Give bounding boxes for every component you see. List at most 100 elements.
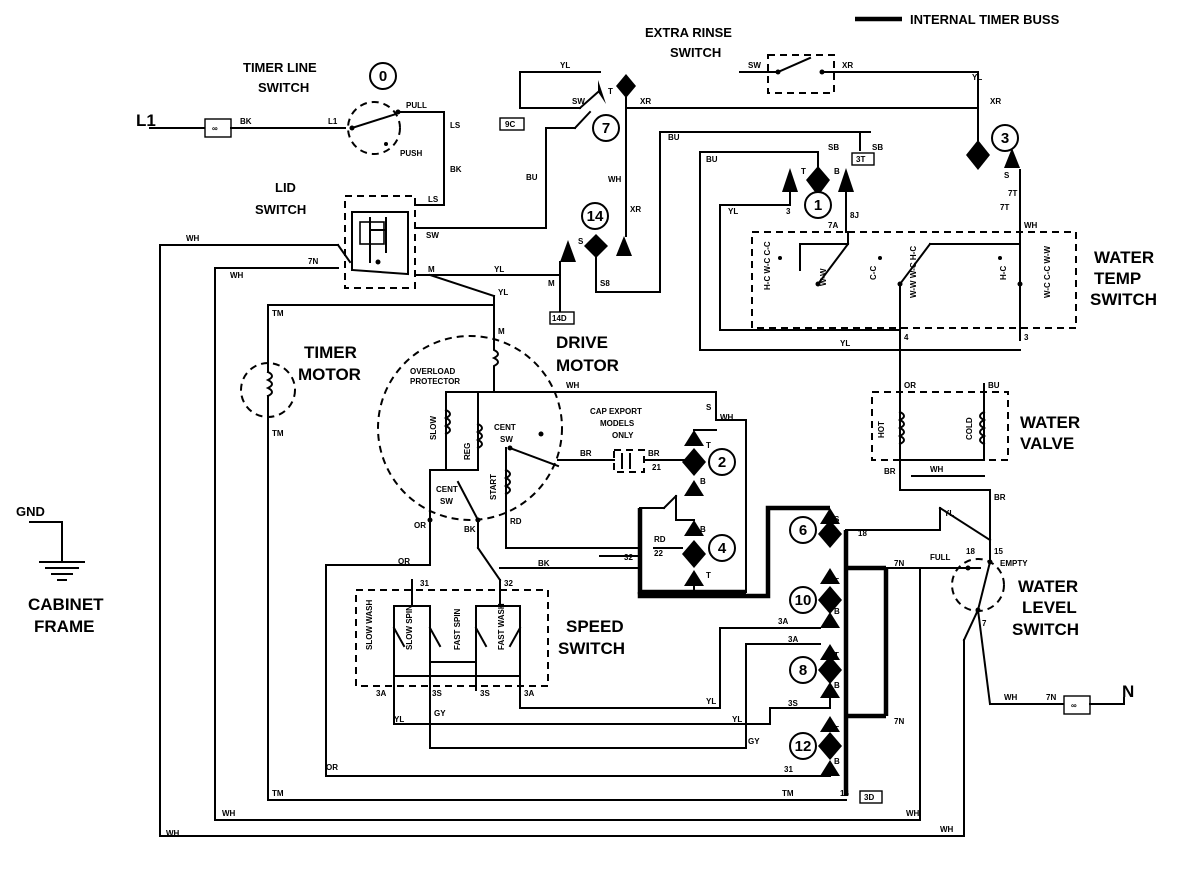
svg-text:3D: 3D	[864, 793, 874, 802]
neutral-label: N	[1122, 682, 1134, 701]
cam-3: 3 S 7T 7T WH	[966, 107, 1038, 231]
svg-text:7A: 7A	[828, 221, 838, 230]
svg-text:WH: WH	[566, 381, 580, 390]
timer-motor: TIMER MOTOR TM TM TM	[240, 304, 495, 801]
svg-text:YL: YL	[728, 207, 738, 216]
svg-text:TM: TM	[272, 789, 284, 798]
svg-text:M: M	[498, 327, 505, 336]
svg-text:B: B	[700, 477, 706, 486]
svg-text:M: M	[548, 279, 555, 288]
cam-7: T SW XR XR 7 9C BU WH XR	[499, 74, 1001, 229]
svg-text:3S: 3S	[788, 699, 798, 708]
svg-text:BU: BU	[668, 133, 680, 142]
cam-6: S 6 18	[789, 507, 941, 548]
svg-text:W-C C-C W-W: W-C C-C W-W	[1043, 245, 1052, 298]
svg-text:3S: 3S	[480, 689, 490, 698]
svg-text:TM: TM	[272, 429, 284, 438]
outer-wires: WH WH WH WH	[159, 244, 965, 838]
svg-text:XR: XR	[990, 97, 1001, 106]
svg-text:EMPTY: EMPTY	[1000, 559, 1028, 568]
cam-4-marker	[708, 534, 736, 562]
svg-text:XR: XR	[640, 97, 651, 106]
svg-text:H-C: H-C	[999, 266, 1008, 280]
svg-text:32: 32	[504, 579, 513, 588]
timer-line-switch-title: TIMER LINE	[243, 60, 317, 75]
neutral: WH 7N ∞ N	[976, 608, 1134, 715]
neutral-connector	[1063, 695, 1091, 715]
svg-text:2: 2	[718, 454, 726, 471]
legend: INTERNAL TIMER BUSS	[855, 12, 1060, 27]
svg-text:7T: 7T	[1000, 203, 1009, 212]
svg-text:BU: BU	[706, 155, 718, 164]
svg-text:3T: 3T	[856, 155, 865, 164]
svg-text:RD: RD	[510, 517, 522, 526]
svg-text:SB: SB	[828, 143, 839, 152]
svg-text:YL: YL	[732, 715, 742, 724]
water-valve-title: WATER	[1020, 413, 1080, 432]
svg-text:YL: YL	[494, 265, 504, 274]
svg-text:COLD: COLD	[965, 417, 974, 440]
lid-switch-title: LID	[275, 180, 296, 195]
svg-text:S: S	[834, 515, 840, 524]
svg-text:T: T	[834, 725, 839, 734]
svg-text:7N: 7N	[894, 559, 904, 568]
svg-text:S8: S8	[600, 279, 610, 288]
svg-text:SW: SW	[748, 61, 761, 70]
ground-title: CABINET	[28, 595, 104, 614]
svg-text:LS: LS	[428, 195, 439, 204]
svg-text:TM: TM	[272, 309, 284, 318]
svg-text:YL: YL	[944, 509, 954, 518]
cam-3-marker	[991, 124, 1019, 152]
cam-14-marker	[581, 202, 609, 230]
svg-text:∞: ∞	[212, 124, 218, 133]
svg-text:B: B	[834, 607, 840, 616]
svg-text:BK: BK	[538, 559, 550, 568]
svg-text:H-C W-C C-C: H-C W-C C-C	[763, 241, 772, 290]
svg-text:FAST WASH: FAST WASH	[497, 603, 506, 650]
svg-text:8: 8	[799, 662, 807, 679]
svg-text:∞: ∞	[1071, 701, 1077, 710]
ground-subtitle: FRAME	[34, 617, 94, 636]
line-input: L1 ∞ BK L1	[136, 111, 346, 138]
svg-text:3A: 3A	[376, 689, 386, 698]
svg-text:YL: YL	[394, 715, 404, 724]
drive-motor: DRIVE MOTOR OVERLOAD PROTECTOR M WH SLOW…	[377, 327, 717, 582]
timer-line-switch-subtitle: SWITCH	[258, 80, 309, 95]
water-valve-subtitle: VALVE	[1020, 434, 1074, 453]
svg-text:BK: BK	[450, 165, 462, 174]
svg-text:7N: 7N	[894, 717, 904, 726]
svg-text:C-C: C-C	[869, 266, 878, 280]
svg-text:3: 3	[1024, 333, 1029, 342]
svg-text:SLOW: SLOW	[429, 416, 438, 440]
extra-rinse-subtitle: SWITCH	[670, 45, 721, 60]
svg-text:SW: SW	[440, 497, 453, 506]
water-valve: WATER VALVE OR BU HOT COLD WH BR BR	[871, 339, 1080, 541]
svg-text:WH: WH	[222, 809, 236, 818]
svg-text:3S: 3S	[432, 689, 442, 698]
svg-text:T: T	[834, 651, 839, 660]
svg-text:BU: BU	[526, 173, 538, 182]
svg-text:16: 16	[840, 789, 849, 798]
svg-text:OR: OR	[904, 381, 916, 390]
svg-text:PROTECTOR: PROTECTOR	[410, 377, 460, 386]
svg-text:BK: BK	[240, 117, 252, 126]
svg-text:B: B	[834, 167, 840, 176]
cam-6-marker	[789, 516, 817, 544]
svg-text:8J: 8J	[850, 211, 859, 220]
svg-text:4: 4	[718, 540, 727, 557]
svg-text:SW: SW	[426, 231, 439, 240]
svg-text:START: START	[489, 474, 498, 500]
svg-text:BR: BR	[994, 493, 1006, 502]
svg-text:0: 0	[379, 68, 387, 85]
cam-8: T 8 B 3S 7N	[769, 644, 904, 726]
svg-text:7N: 7N	[1046, 693, 1056, 702]
svg-text:WH: WH	[608, 175, 622, 184]
svg-text:WH: WH	[186, 234, 200, 243]
svg-text:L1: L1	[328, 117, 338, 126]
svg-text:22: 22	[654, 549, 663, 558]
svg-text:32: 32	[624, 553, 633, 562]
svg-text:T: T	[834, 577, 839, 586]
svg-text:SW: SW	[572, 97, 585, 106]
svg-text:B: B	[834, 757, 840, 766]
